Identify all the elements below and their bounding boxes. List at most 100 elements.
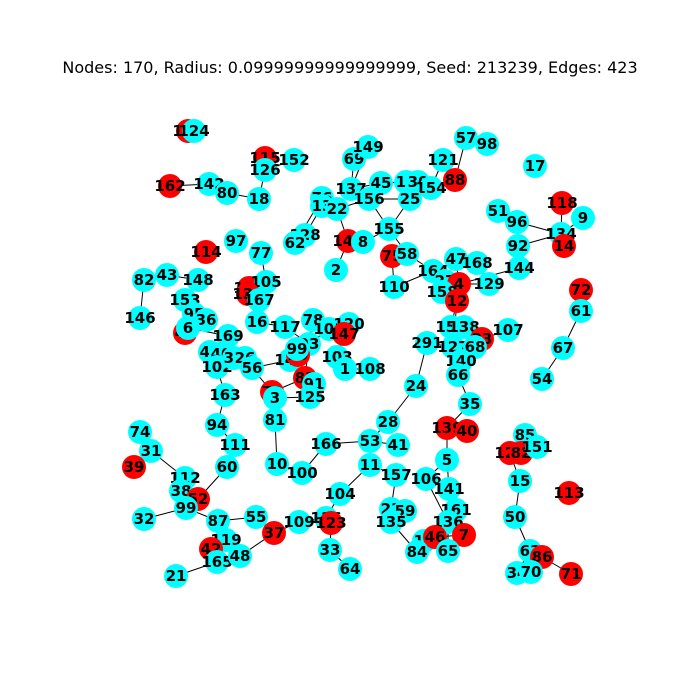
node-label: 99 (287, 340, 308, 358)
node-label: 94 (207, 416, 228, 434)
graph-node: 64 (338, 557, 362, 581)
node-label: 56 (242, 359, 263, 377)
node-label: 71 (561, 565, 582, 583)
node-label: 162 (154, 177, 185, 195)
graph-node: 6 (176, 316, 200, 340)
graph-node: 162 (154, 174, 186, 198)
node-label: 50 (505, 508, 526, 526)
graph-node: 94 (205, 413, 229, 437)
graph-node: 121 (427, 148, 459, 172)
node-circle (224, 229, 248, 253)
node-circle (519, 560, 543, 584)
graph-node: 74 (128, 420, 152, 444)
node-circle (128, 420, 152, 444)
graph-node: 163 (209, 383, 241, 407)
node-circle (285, 337, 309, 361)
node-circle (414, 467, 438, 491)
node-label: 57 (456, 129, 477, 147)
graph-node: 47 (444, 247, 468, 271)
node-label: 121 (427, 151, 458, 169)
node-circle (282, 148, 306, 172)
node-circle (452, 523, 476, 547)
graph-node: 66 (446, 363, 470, 387)
graph-node: 97 (224, 229, 248, 253)
node-label: 154 (415, 179, 446, 197)
graph-node: 124 (178, 119, 210, 143)
node-circle (443, 168, 467, 192)
node-label: 123 (315, 514, 346, 532)
graph-node: 291 (411, 331, 443, 355)
node-label: 108 (354, 360, 385, 378)
node-circle (475, 132, 499, 156)
node-layer: 1041241151261521621428018691491374519301… (122, 119, 595, 588)
node-circle (247, 187, 271, 211)
graph-node: 41 (386, 433, 410, 457)
node-label: 104 (324, 485, 355, 503)
graph-node: 32 (132, 507, 156, 531)
node-label: 107 (492, 321, 523, 339)
node-label: 18 (249, 190, 270, 208)
graph-node: 139 (431, 416, 463, 440)
node-label: 138 (448, 318, 479, 336)
node-circle (122, 455, 146, 479)
node-circle (351, 230, 375, 254)
node-label: 31 (141, 442, 162, 460)
graph-node: 57 (454, 126, 478, 150)
node-label: 113 (553, 484, 584, 502)
node-label: 70 (521, 563, 542, 581)
node-circle (155, 263, 179, 287)
node-label: 25 (400, 190, 421, 208)
node-label: 156 (353, 190, 384, 208)
node-label: 125 (294, 388, 325, 406)
graph-node: 33 (318, 538, 342, 562)
node-label: 16 (247, 313, 268, 331)
node-circle (395, 242, 419, 266)
node-label: 17 (525, 157, 546, 175)
node-circle (158, 174, 182, 198)
graph-node: 67 (551, 336, 575, 360)
node-circle (379, 510, 403, 534)
node-circle (194, 240, 218, 264)
graph-node: 9 (571, 206, 595, 230)
node-label: 81 (265, 411, 286, 429)
graph-node: 8 (351, 230, 375, 254)
node-label: 24 (406, 377, 427, 395)
graph-node: 155 (373, 217, 405, 241)
graph-node: 99 (174, 496, 198, 520)
node-circle (458, 392, 482, 416)
node-circle (358, 429, 382, 453)
node-label: 48 (230, 547, 251, 565)
graph-node: 15 (508, 469, 532, 493)
node-label: 96 (507, 213, 528, 231)
node-label: 67 (553, 339, 574, 357)
node-label: 114 (190, 243, 221, 261)
graph-node: 117 (269, 315, 301, 339)
graph-node: 167 (243, 288, 275, 312)
graph-node: 156 (353, 187, 385, 211)
node-circle (213, 383, 237, 407)
node-label: 100 (286, 464, 317, 482)
graph-node: 14 (552, 234, 576, 258)
graph-node: 108 (354, 357, 386, 381)
node-circle (525, 435, 549, 459)
node-label: 58 (397, 245, 418, 263)
node-circle (319, 511, 343, 535)
graph-node: 12 (445, 289, 469, 313)
node-label: 43 (157, 266, 178, 284)
node-label: 87 (208, 512, 229, 530)
node-label: 82 (134, 271, 155, 289)
graph-node: 10 (265, 452, 289, 476)
graph-node: 169 (212, 324, 244, 348)
node-label: 28 (378, 413, 399, 431)
graph-node: 51 (486, 199, 510, 223)
node-circle (557, 481, 581, 505)
node-circle (182, 119, 206, 143)
node-label: 2 (331, 261, 341, 279)
node-label: 165 (201, 553, 232, 571)
node-circle (523, 154, 547, 178)
node-label: 167 (243, 291, 274, 309)
graph-node: 154 (415, 176, 447, 200)
node-label: 155 (373, 220, 404, 238)
node-label: 152 (278, 151, 309, 169)
